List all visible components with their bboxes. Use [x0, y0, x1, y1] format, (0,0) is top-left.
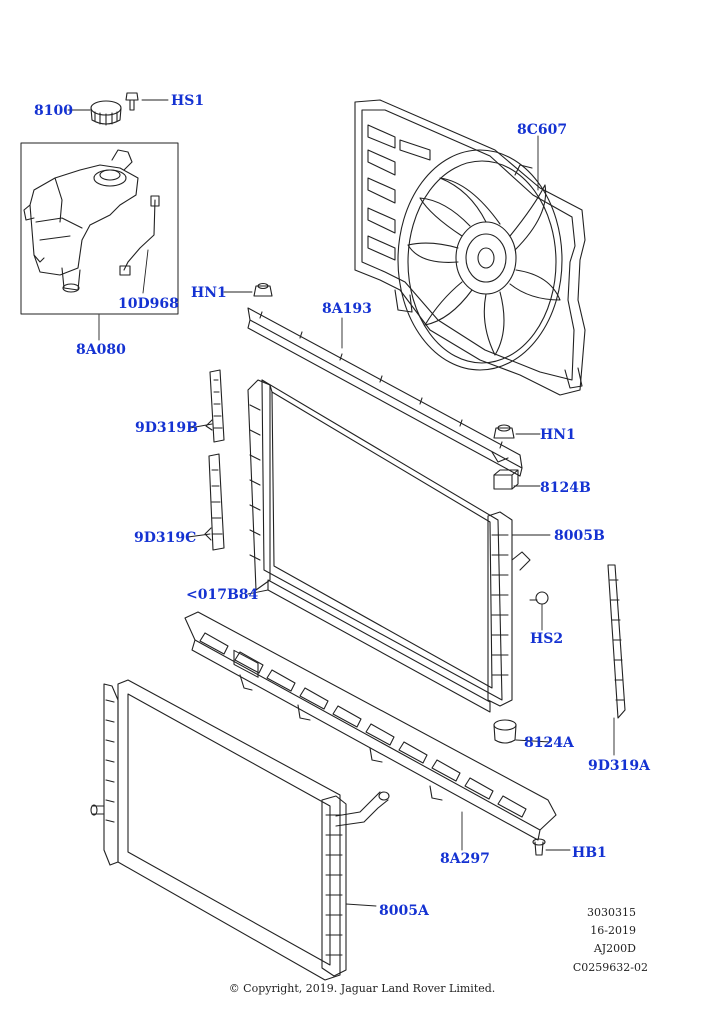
nut-hn1-top [253, 282, 273, 297]
callout-8a080: 8A080 [76, 342, 126, 358]
nut-hn1-right [493, 424, 515, 439]
callout-hn1-top: HN1 [191, 285, 227, 301]
callout-10d968: 10D968 [118, 296, 179, 312]
callout-9d319c: 9D319C [134, 530, 197, 546]
callout-8005b: 8005B [554, 528, 605, 544]
screw-hs2 [529, 591, 549, 605]
callout-9d319b: 9D319B [135, 420, 198, 436]
callout-8124b: 8124B [540, 480, 591, 496]
callout-hb1: HB1 [572, 845, 607, 861]
callout-9d319a: 9D319A [588, 758, 650, 774]
air-deflector-9d319a [607, 564, 626, 719]
leader-lines [67, 99, 615, 907]
callout-8124a: 8124A [524, 735, 574, 751]
callout-8a297: 8A297 [440, 851, 490, 867]
cooling-fan-shroud [354, 99, 586, 396]
seal-strip [267, 579, 491, 713]
radiator-8005b [247, 379, 531, 707]
info-line-2: 16-2019 [590, 924, 636, 937]
callout-8005a: 8005A [379, 903, 429, 919]
callout-8c607: 8C607 [517, 122, 568, 138]
callout-hs2: HS2 [530, 631, 564, 647]
air-deflector-9d319c [204, 453, 225, 551]
upper-bracket [247, 307, 523, 477]
callout-8a193: 8A193 [322, 301, 372, 317]
callout-017b84: <017B84 [186, 587, 259, 603]
expansion-tank-group [20, 142, 179, 315]
lower-carrier [184, 611, 557, 841]
coolant-cap [90, 100, 122, 126]
callout-hn1-right: HN1 [540, 427, 576, 443]
screw-hs1 [125, 92, 139, 111]
copyright-text: © Copyright, 2019. Jaguar Land Rover Lim… [228, 982, 496, 995]
info-line-1: 3030315 [587, 906, 636, 919]
air-deflector-9d319b [205, 369, 225, 443]
callout-8100: 8100 [34, 103, 73, 119]
bolt-hb1 [532, 838, 546, 856]
info-line-4: C0259632-02 [572, 961, 648, 974]
info-line-3: AJ200D [593, 942, 636, 955]
grommet-8124a [493, 719, 517, 744]
clip-8124b [493, 469, 519, 490]
condenser-8005a [90, 679, 390, 981]
callout-hs1: HS1 [171, 93, 205, 109]
